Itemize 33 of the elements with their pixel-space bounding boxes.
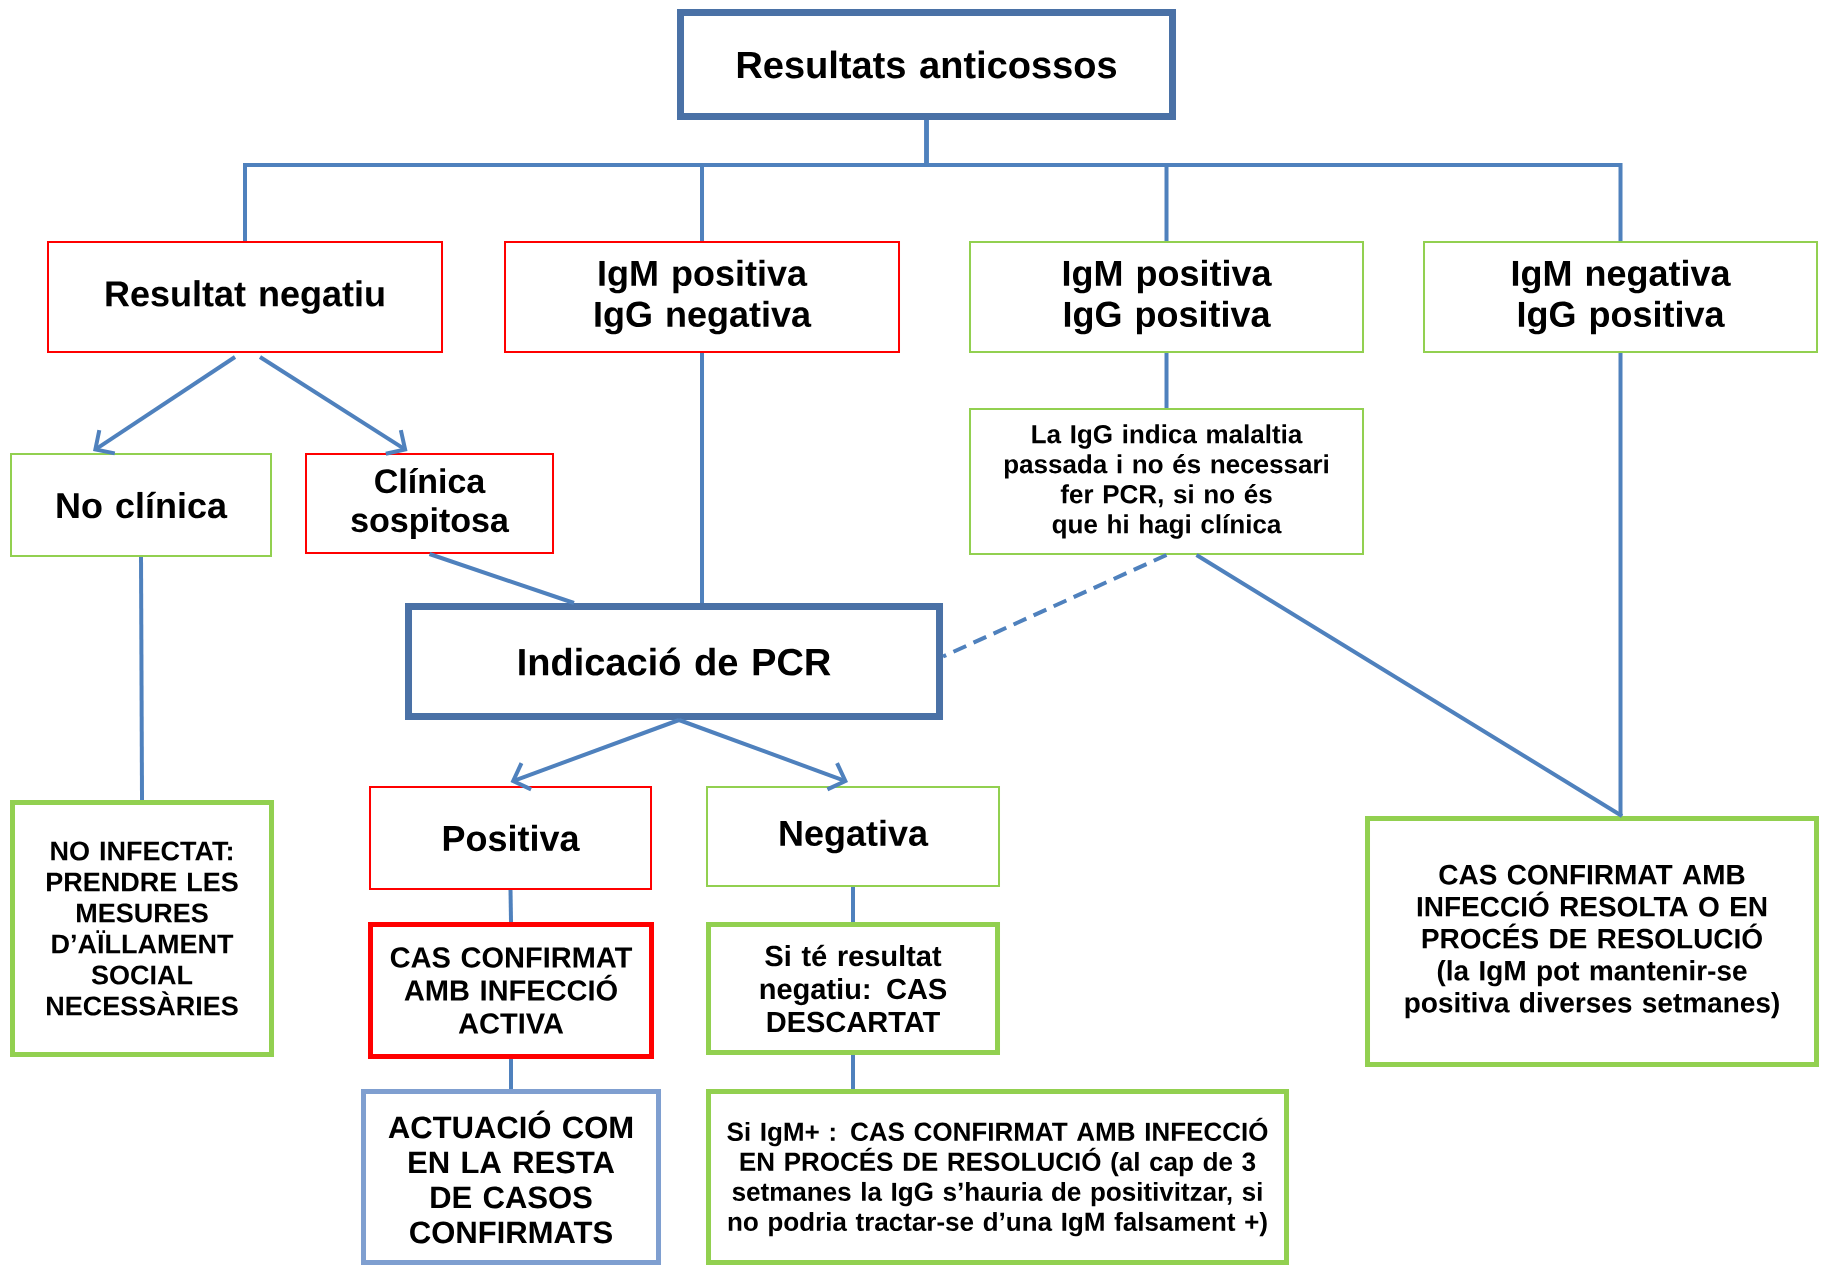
connector bbox=[1164, 353, 1169, 408]
connector bbox=[924, 120, 1623, 241]
flow-box: Si té resultat negatiu: CAS DESCARTAT bbox=[706, 922, 1000, 1055]
flow-box: NO INFECTAT: PRENDRE LES MESURES D’AÏLLAMENT SOCIAL NECESSÀRIES bbox=[10, 800, 274, 1057]
flow-box: Negativa bbox=[706, 786, 1000, 887]
connector bbox=[428, 552, 575, 605]
flow-box: ACTUACIÓ COM EN LA RESTA DE CASOS CONFIRMATS bbox=[361, 1089, 661, 1265]
connector bbox=[508, 889, 513, 923]
connector bbox=[678, 718, 848, 792]
flow-box: CAS CONFIRMAT AMB INFECCIÓ RESOLTA O EN PROCÉS DE RESOLUCIÓ (la IgM pot mantenir-se positiva diverses setmanes) bbox=[1365, 816, 1819, 1067]
connector bbox=[942, 553, 1168, 659]
connector bbox=[851, 887, 855, 922]
flow-box: Indicació de PCR bbox=[405, 603, 943, 720]
connector bbox=[93, 355, 237, 456]
connector bbox=[1618, 353, 1623, 816]
connector bbox=[510, 718, 680, 792]
connector bbox=[509, 1059, 513, 1089]
flow-box: No clínica bbox=[10, 453, 272, 557]
connector bbox=[851, 1055, 855, 1089]
connector bbox=[700, 353, 704, 603]
connector bbox=[258, 355, 408, 456]
flow-box: Clínica sospitosa bbox=[305, 453, 554, 554]
flow-box: Resultat negatiu bbox=[47, 241, 443, 353]
flow-box: Si IgM+ : CAS CONFIRMAT AMB INFECCIÓ EN PROCÉS DE RESOLUCIÓ (al cap de 3 setmanes la IgG s’hauria de positivitzar, si no podria tractar-se d’una IgM falsament +) bbox=[706, 1089, 1289, 1265]
flow-box: IgM negativa IgG positiva bbox=[1423, 241, 1818, 353]
flow-box: IgM positiva IgG positiva bbox=[969, 241, 1364, 353]
connector bbox=[1195, 553, 1624, 818]
flow-box: IgM positiva IgG negativa bbox=[504, 241, 900, 353]
flow-box: Resultats anticossos bbox=[677, 9, 1176, 120]
flow-box: Positiva bbox=[369, 786, 652, 890]
flow-box: CAS CONFIRMAT AMB INFECCIÓ ACTIVA bbox=[368, 922, 654, 1059]
flow-box: La IgG indica malaltia passada i no és necessari fer PCR, si no és que hi hagi clínica bbox=[969, 408, 1364, 555]
connector bbox=[139, 557, 144, 800]
